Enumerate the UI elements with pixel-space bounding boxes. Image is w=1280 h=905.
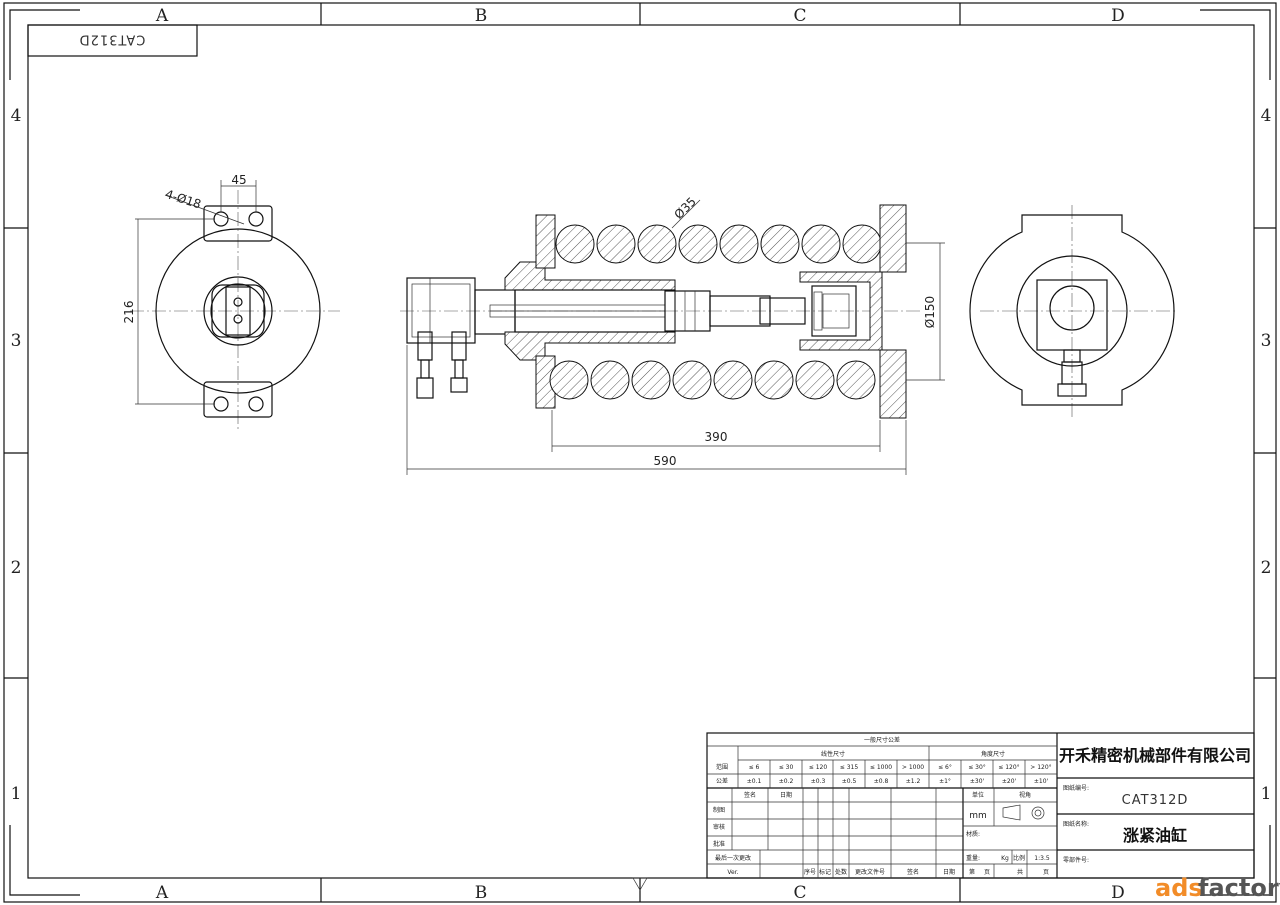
dim-spring-length: 390 (705, 430, 728, 444)
zone-col-a-top: A (155, 6, 169, 26)
tb-sign-label: 签名 (744, 791, 756, 799)
tb-drawing-no-label: 图纸编号: (1063, 784, 1089, 792)
zone-col-d-bottom: D (1111, 883, 1125, 903)
watermark-logo: ads factory (1155, 874, 1280, 902)
dim-spring-wire: Ø35 (671, 194, 698, 221)
drawing-number-stamp-box (27, 24, 198, 57)
tb-linear-tol-6: ±1.2 (906, 778, 921, 785)
zone-col-a-bottom: A (155, 883, 169, 903)
tb-scale-value: 1:3.5 (1034, 855, 1050, 862)
tb-weight-unit: Kg (1001, 855, 1009, 862)
tb-seq: 序号 (804, 868, 816, 876)
tb-linear-tol-5: ±0.8 (874, 778, 889, 785)
dim-holes: 4-Ø18 (164, 187, 203, 212)
zone-row-1-right: 1 (1261, 784, 1272, 804)
tb-linear-range-2: ≤ 30 (779, 764, 794, 771)
tb-angular-tol-4: ±10' (1034, 778, 1049, 785)
watermark-part2: factory (1198, 874, 1280, 902)
tb-angular-tol-1: ±1° (939, 778, 951, 785)
tb-company: 开禾精密机械部件有限公司 (1059, 746, 1251, 765)
tb-angular-range-2: ≤ 30° (968, 764, 986, 771)
zone-row-3-left: 3 (11, 331, 22, 351)
tb-linear-range-3: ≤ 120 (809, 764, 828, 771)
tb-material-label: 材质: (966, 830, 980, 838)
dim-flange: Ø150 (923, 296, 937, 328)
tb-linear-tol-2: ±0.2 (779, 778, 794, 785)
tb-mark: 标记 (819, 868, 831, 876)
tb-part-no-label: 零部件号: (1063, 856, 1089, 864)
title-block (706, 732, 1255, 879)
tb-unit-label: 单位 (972, 791, 984, 799)
tb-ver-label: Ver. (727, 869, 738, 876)
tb-view-label: 视角 (1019, 791, 1031, 799)
tb-last-change: 最后一次更改 (715, 854, 751, 862)
zone-col-b-top: B (475, 6, 488, 26)
tb-angular-tol-3: ±20' (1002, 778, 1017, 785)
tb-drawing-no: CAT312D (1122, 793, 1189, 808)
tb-total-label: 共 (1017, 868, 1023, 876)
right-end-view (969, 205, 1175, 420)
tb-general-tolerance: 一般尺寸公差 (864, 736, 900, 744)
tb-approved-by: 批准 (713, 840, 725, 848)
zone-row-2-left: 2 (11, 558, 22, 578)
zone-row-4-left: 4 (11, 106, 22, 126)
tb-angular-range-1: ≤ 6° (938, 764, 952, 771)
tb-scale-label: 比例 (1013, 854, 1025, 862)
tb-angular-range-4: > 120° (1030, 764, 1051, 771)
zone-col-c-top: C (793, 6, 806, 26)
tb-zone: 处数 (835, 868, 847, 876)
tb-date-label: 日期 (780, 791, 792, 799)
left-end-view (130, 190, 340, 430)
tb-unit-value: mm (969, 811, 987, 821)
zone-ticks (4, 3, 1276, 902)
zone-row-1-left: 1 (11, 784, 22, 804)
tb-angular-range-3: ≤ 120° (998, 764, 1019, 771)
tb-range-label: 范围 (716, 763, 728, 771)
tb-tolerance-label: 公差 (716, 777, 728, 785)
tb-signature: 签名 (907, 868, 919, 876)
tb-linear-range-1: ≤ 6 (749, 764, 760, 771)
tb-linear-range-4: ≤ 315 (840, 764, 859, 771)
outer-border (3, 2, 1277, 903)
tb-page-label2: 页 (1043, 869, 1049, 876)
tb-page-label: 页 (984, 869, 990, 876)
tb-drawn-by: 制图 (713, 806, 725, 814)
zone-row-4-right: 4 (1261, 106, 1272, 126)
left-view-dimensions (135, 180, 257, 405)
main-section-view (400, 204, 920, 419)
tb-linear-tol-1: ±0.1 (747, 778, 762, 785)
tb-angular-tol-2: ±30' (970, 778, 985, 785)
tb-change-doc: 更改文件号 (855, 868, 885, 876)
tb-linear-range-5: ≤ 1000 (870, 764, 892, 771)
tb-linear-tol-3: ±0.3 (811, 778, 826, 785)
watermark-part1: ads (1155, 874, 1203, 902)
dim-total-length: 590 (654, 454, 677, 468)
dim-height: 216 (122, 301, 136, 324)
corner-marks (9, 9, 1271, 896)
tb-angular-title: 角度尺寸 (981, 750, 1005, 758)
tb-linear-range-6: > 1000 (902, 764, 924, 771)
tb-drawing-name-label: 图纸名称: (1063, 820, 1089, 828)
zone-col-d-top: D (1111, 6, 1125, 26)
tb-drawing-name: 涨紧油缸 (1123, 826, 1187, 845)
drawing-number-stamp: CAT312D (79, 32, 146, 47)
center-mark (632, 877, 648, 891)
tb-sheet-label: 第 (969, 868, 975, 876)
dim-hole-spacing: 45 (231, 173, 246, 187)
zone-row-3-right: 3 (1261, 331, 1272, 351)
tb-date2: 日期 (943, 868, 955, 876)
tb-linear-title: 线性尺寸 (821, 750, 845, 758)
zone-col-b-bottom: B (475, 883, 488, 903)
zone-col-c-bottom: C (793, 883, 806, 903)
zone-row-2-right: 2 (1261, 558, 1272, 578)
tb-linear-tol-4: ±0.5 (842, 778, 857, 785)
tb-checked-by: 审核 (713, 823, 725, 831)
tb-weight-label: 重量: (966, 854, 980, 862)
main-view-dimensions (406, 199, 945, 475)
